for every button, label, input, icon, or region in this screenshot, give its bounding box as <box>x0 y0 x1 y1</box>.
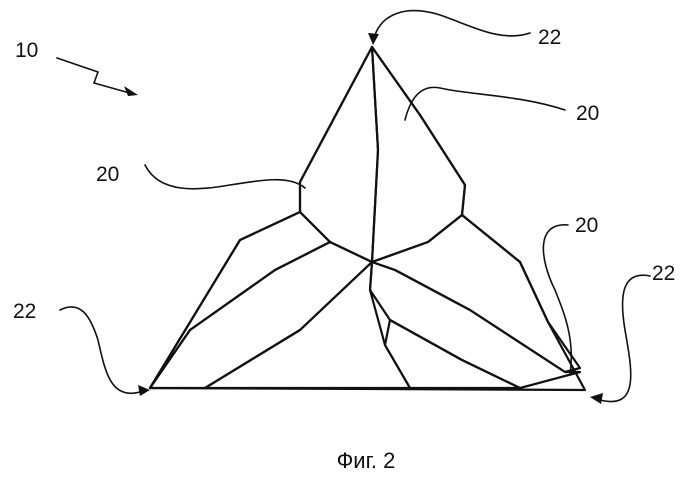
arrowhead-tip-right <box>590 393 603 404</box>
bottom-left-layer <box>205 262 410 388</box>
leader-segment-right <box>543 225 571 375</box>
label-tip-left: 22 <box>13 300 36 323</box>
label-segment-top: 20 <box>576 102 599 125</box>
reference-arrow-10 <box>57 58 133 94</box>
body-outline <box>150 47 585 390</box>
leader-tip-right <box>600 275 650 401</box>
arrowhead-tip-left <box>138 385 150 396</box>
arrowhead-tip-top <box>368 33 379 45</box>
label-assembly: 10 <box>15 39 38 62</box>
left-arm-outer-layer <box>150 212 330 388</box>
left-arm-inner-layer <box>150 242 372 388</box>
leader-segment-top <box>405 87 565 120</box>
figure-caption: Фиг. 2 <box>337 448 396 473</box>
arrowhead-10 <box>124 86 138 96</box>
leader-tip-left <box>60 307 140 393</box>
label-tip-right: 22 <box>652 262 675 285</box>
label-segment-right: 20 <box>575 214 598 237</box>
label-segment-left: 20 <box>96 163 119 186</box>
right-arm-upper-layer <box>372 215 580 372</box>
leader-segment-left <box>145 165 305 189</box>
label-tip-top: 22 <box>538 26 561 49</box>
leader-tip-top <box>375 11 530 36</box>
top-arm-left-layer <box>300 47 378 262</box>
top-arm-right-layer <box>372 47 465 262</box>
